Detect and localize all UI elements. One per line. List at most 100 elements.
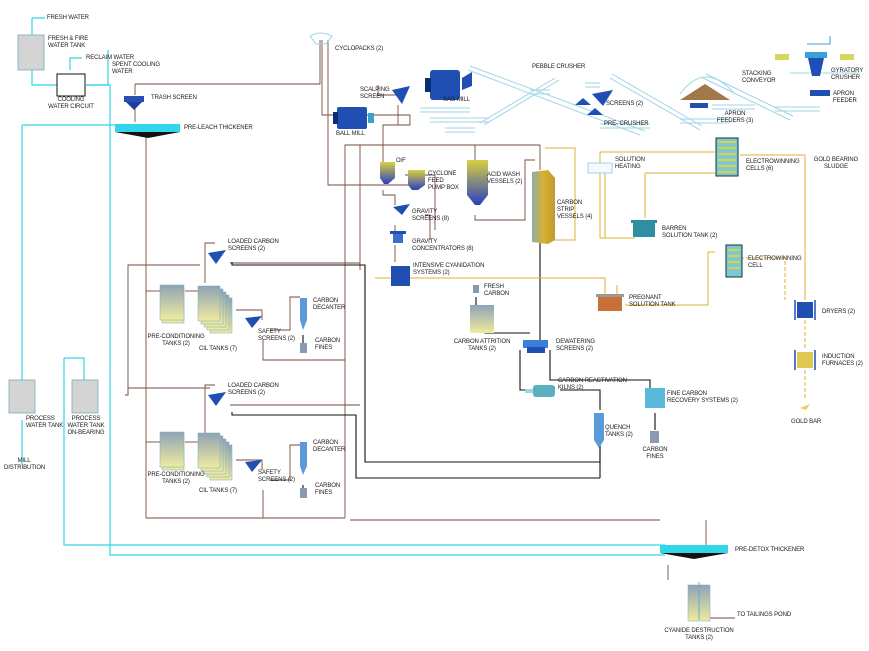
solution-heater — [587, 162, 613, 174]
ball-mill — [333, 107, 374, 129]
label-mill-distribution: MILL DISTRIBUTION — [4, 458, 46, 471]
label-safety-screens-2: SAFETY SCREENS (2) — [258, 470, 295, 483]
cil-tanks-2 — [197, 432, 233, 481]
label-carbon-fines-1: CARBON FINES — [315, 338, 341, 351]
label-process-water-on: PROCESS WATER TANK ON-BEARING — [67, 416, 105, 436]
label-ball-mill: BALL MILL — [336, 131, 365, 137]
scalping-screen — [392, 86, 410, 104]
label-scalping-screen: SCALPING SCREEN — [360, 87, 390, 100]
label-pebble-crusher: PEBBLE CRUSHER — [532, 64, 586, 70]
label-quench: QUENCH TANKS (2) — [605, 425, 633, 438]
label-gyratory-crusher: GYRATORY CRUSHER — [831, 68, 864, 81]
label-gold-bar: GOLD BAR — [791, 419, 822, 425]
label-carbon-attrition: CARBON ATTRITION TANKS (2) — [453, 339, 511, 352]
gyratory-crusher — [775, 36, 854, 96]
label-fine-carbon-recovery: FINE CARBON RECOVERY SYSTEMS (2) — [667, 391, 738, 404]
label-spent-cooling: SPENT COOLING WATER — [112, 62, 160, 75]
acid-wash-vessels — [467, 160, 488, 205]
label-pre-detox: PRE-DETOX THICKENER — [735, 547, 805, 553]
label-gold-sludge: GOLD BEARING SLUDGE — [813, 157, 859, 170]
carbon-reactivation-kilns — [525, 385, 555, 397]
slurry-lines — [125, 40, 735, 619]
label-trash-screen: TRASH SCREEN — [151, 95, 197, 101]
label-fresh-carbon: FRESH CARBON — [484, 284, 510, 297]
carbon-strip-vessels — [532, 170, 555, 244]
cooling-water-circuit — [56, 73, 86, 97]
label-cyclone-feed: CYCLONE FEED PUMP BOX — [428, 171, 459, 191]
label-ew-cell: ELECTROWINNING CELL — [748, 256, 802, 269]
label-screens: SCREENS (2) — [606, 101, 643, 107]
label-sag-mill: SAG MILL — [443, 97, 470, 103]
carbon-decanter-2 — [300, 442, 307, 475]
gravity-concentrators — [390, 231, 406, 243]
label-stacking-conveyor: STACKING CONVEYOR — [742, 71, 776, 84]
preconditioning-tanks-2 — [159, 431, 185, 471]
label-induction: INDUCTION FURNACES (2) — [822, 354, 863, 367]
label-cyclopacks: CYCLOPACKS (2) — [335, 46, 384, 52]
cil-tanks-1 — [197, 285, 233, 334]
carbon-attrition-tanks — [470, 305, 494, 333]
label-apron-feeders: APRON FEEDERS (3) — [716, 111, 754, 124]
ew-cells — [715, 137, 739, 177]
induction-furnaces — [794, 350, 816, 370]
label-cil-tanks-2: CIL TANKS (7) — [199, 488, 237, 494]
trash-screen — [124, 96, 144, 110]
label-pre-leach-thickener: PRE-LEACH THICKENER — [184, 125, 253, 131]
intensive-cyanidation — [391, 266, 410, 286]
label-apron-feeder: APRON FEEDER — [833, 91, 857, 104]
label-cooling-circuit: COOLING WATER CIRCUIT — [48, 97, 94, 110]
solution-lines — [375, 147, 806, 400]
label-carbon-fines-right: CARBON FINES — [642, 447, 668, 460]
label-loaded-screens-1: LOADED CARBON SCREENS (2) — [228, 239, 279, 252]
pregnant-solution-tank — [596, 294, 624, 311]
barren-solution-tank — [631, 220, 657, 237]
label-fresh-fire-tank: FRESH & FIRE WATER TANK — [48, 36, 89, 49]
conveyors — [420, 65, 860, 136]
cyclone-feed-pump-box — [408, 170, 425, 190]
safety-screens-1 — [245, 316, 262, 328]
process-water-tank-on-bearing — [71, 379, 99, 414]
label-acid-wash: ACID WASH VESSELS (2) — [487, 172, 523, 185]
loaded-carbon-screens-2 — [208, 392, 226, 406]
cyclopacks — [309, 32, 333, 45]
fine-carbon-recovery — [645, 388, 665, 408]
label-ew-cells: ELECTROWINNING CELLS (6) — [746, 159, 800, 172]
ew-cell — [725, 244, 743, 278]
label-solution-heating: SOLUTION HEATING — [615, 157, 645, 170]
label-preconditioning-2: PRE-CONDITIONING TANKS (2) — [147, 472, 205, 485]
fresh-fire-water-tank — [17, 34, 45, 71]
gravity-screens — [393, 204, 410, 215]
process-water-tank — [8, 379, 36, 414]
carbon-decanter-1 — [300, 298, 307, 330]
label-loaded-screens-2: LOADED CARBON SCREENS (2) — [228, 383, 279, 396]
label-reclaim-water: RECLAIM WATER — [86, 55, 135, 61]
fresh-carbon-hopper — [473, 285, 479, 293]
label-safety-screens-1: SAFETY SCREENS (2) — [258, 329, 295, 342]
label-reactivation: CARBON REACTIVATION KILNS (2) — [558, 378, 627, 391]
label-gravity-screens: GRAVITY SCREENS (8) — [412, 209, 449, 222]
label-carbon-decanter-1: CARBON DECANTER — [313, 298, 346, 311]
carbon-fines-1 — [300, 343, 307, 353]
cyanide-destruction-tanks — [687, 582, 711, 622]
label-dryers: DRYERS (2) — [822, 309, 855, 315]
pre-leach-thickener — [115, 124, 180, 138]
carbon-fines-right — [650, 431, 659, 443]
label-fresh-water: FRESH WATER — [47, 15, 89, 21]
label-cil-tanks-1: CIL TANKS (7) — [199, 346, 237, 352]
label-pre-crusher: PRE- CRUSHER — [604, 121, 649, 127]
carbon-fines-2 — [300, 488, 307, 498]
gold-bar — [800, 404, 810, 410]
label-dewatering: DEWATERING SCREENS (2) — [556, 339, 595, 352]
pre-detox-thickener — [660, 545, 728, 559]
screens — [592, 90, 613, 106]
safety-screens-2 — [245, 460, 262, 472]
label-carbon-strip: CARBON STRIP VESSELS (4) — [557, 200, 593, 220]
dryers — [794, 300, 816, 320]
label-process-water: PROCESS WATER TANK — [26, 416, 64, 429]
sag-mill — [425, 70, 472, 100]
label-of: O/F — [396, 158, 406, 164]
label-preconditioning-1: PRE-CONDITIONING TANKS (2) — [147, 334, 205, 347]
stockpile — [680, 84, 730, 108]
